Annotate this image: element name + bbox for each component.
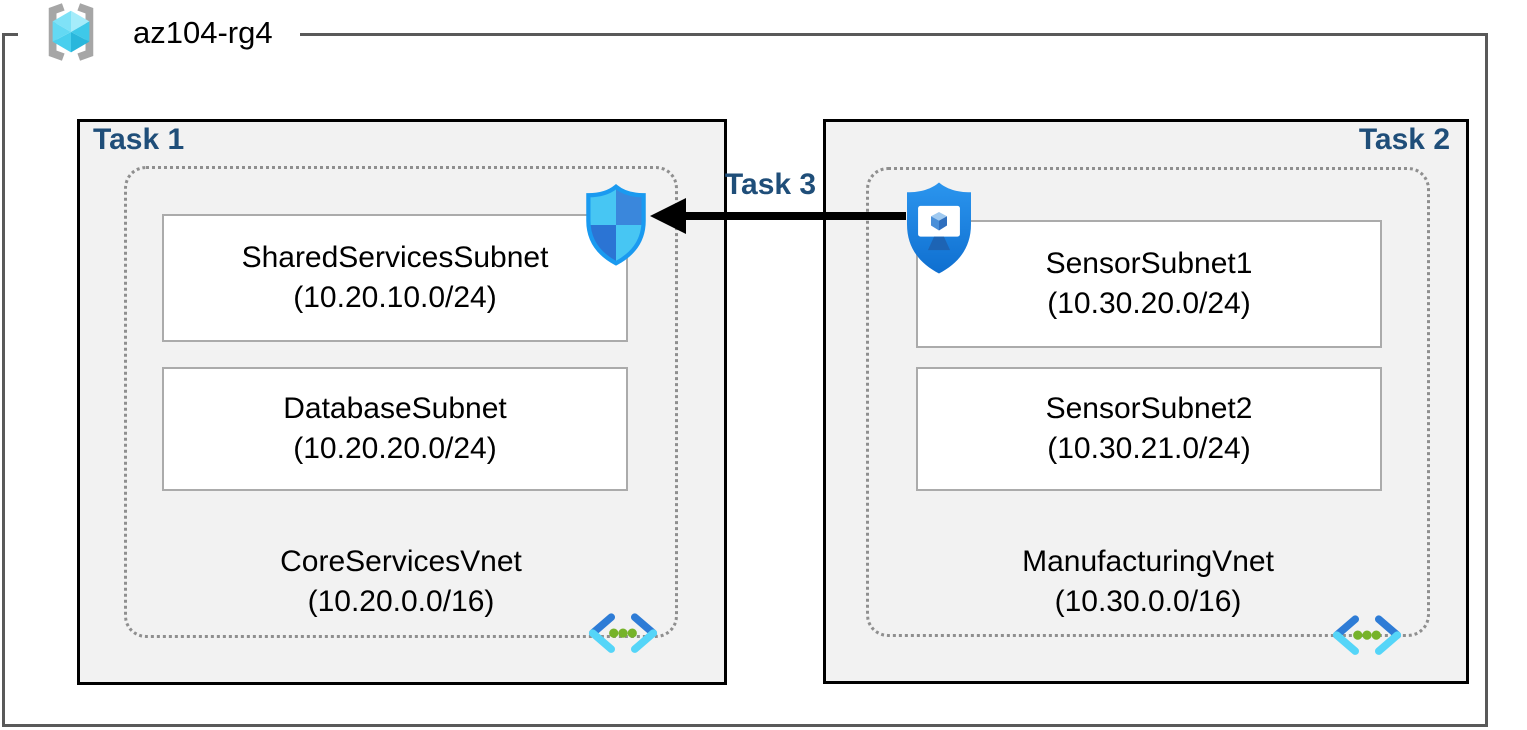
task2-label: Task 2 [1358, 123, 1450, 156]
task3-label: Task 3 [724, 168, 817, 201]
sensor-subnet1-box: SensorSubnet1 (10.30.20.0/24) [916, 220, 1382, 348]
shared-services-subnet-box: SharedServicesSubnet (10.20.10.0/24) [162, 214, 628, 342]
subnet-cidr: (10.30.21.0/24) [1047, 432, 1251, 465]
subnet-cidr: (10.30.20.0/24) [1047, 287, 1251, 320]
vnet-cidr: (10.30.0.0/16) [1054, 585, 1242, 618]
manufacturing-vnet-caption: ManufacturingVnet (10.30.0.0/16) [866, 542, 1430, 622]
subnet-cidr: (10.20.20.0/24) [293, 432, 497, 465]
nsg-shield-icon [586, 183, 646, 266]
resource-group-cube-icon [48, 3, 94, 61]
subnet-name: DatabaseSubnet [283, 392, 507, 425]
database-subnet-box: DatabaseSubnet (10.20.20.0/24) [162, 367, 628, 491]
subnet-cidr: (10.20.10.0/24) [293, 281, 497, 314]
subnet-name: SharedServicesSubnet [241, 241, 549, 274]
sensor-subnet2-box: SensorSubnet2 (10.30.21.0/24) [916, 367, 1382, 491]
vnet-cidr: (10.20.0.0/16) [307, 585, 495, 618]
resource-group-border [2, 33, 1488, 727]
virtual-network-icon [588, 613, 658, 653]
virtual-network-icon [1332, 615, 1402, 655]
core-services-vnet-boundary [124, 166, 678, 638]
vnet-name: CoreServicesVnet [280, 545, 522, 578]
subnet-name: SensorSubnet1 [1045, 247, 1253, 280]
task3-arrow [650, 198, 906, 234]
bastion-shield-icon [907, 182, 971, 274]
subnet-name: SensorSubnet2 [1045, 392, 1253, 425]
task1-label: Task 1 [93, 123, 185, 156]
resource-group-name: az104-rg4 [133, 15, 273, 50]
vnet-name: ManufacturingVnet [1022, 545, 1274, 578]
core-services-vnet-caption: CoreServicesVnet (10.20.0.0/16) [124, 542, 678, 622]
manufacturing-vnet-boundary [866, 167, 1430, 637]
